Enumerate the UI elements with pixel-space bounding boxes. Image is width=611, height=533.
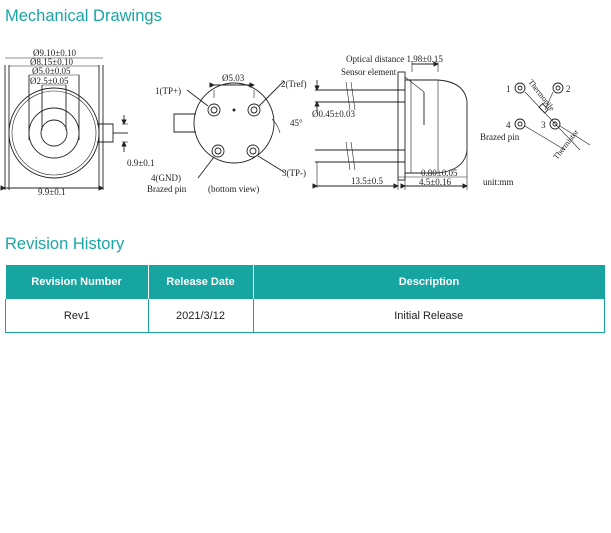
cell-description: Initial Release — [252, 299, 605, 333]
dim-lead-length: 13.5±0.5 — [351, 176, 383, 186]
dim-pcd: Ø5.03 — [222, 73, 245, 83]
table-header-row: Revision Number Release Date Description — [5, 265, 605, 299]
sensor-element-label: Sensor element — [341, 67, 397, 77]
schematic — [514, 82, 591, 151]
revision-history-title: Revision History — [5, 235, 125, 253]
cell-revision-number: Rev1 — [5, 299, 148, 333]
header-description: Description — [253, 265, 605, 299]
brazed-pin-label: Brazed pin — [147, 184, 187, 194]
schem-pin4: 4 — [506, 120, 511, 130]
schem-pin2: 2 — [566, 84, 571, 94]
cell-release-date: 2021/3/12 — [147, 299, 253, 333]
dim-d250: Ø2.5±0.05 — [30, 76, 69, 86]
header-revision-number: Revision Number — [5, 265, 149, 299]
pin2-label: 2(Tref) — [281, 79, 307, 89]
pin1-label: 1(TP+) — [155, 86, 181, 96]
bottom-view — [173, 80, 285, 179]
dim-d500: Ø5.0±0.05 — [32, 66, 71, 76]
dim-optical: Optical distance 1.98±0.15 — [346, 54, 443, 64]
pin4-label: 4(GND) — [151, 173, 181, 183]
mechanical-drawing: Ø9.10±0.10 Ø8.15±0.10 Ø5.0±0.05 Ø2.5±0.0… — [0, 48, 591, 197]
dim-angle: 45° — [290, 118, 303, 128]
dim-pin-diameter: Ø0.45±0.03 — [312, 109, 355, 119]
side-view — [312, 61, 468, 190]
header-release-date: Release Date — [148, 265, 254, 299]
dim-flange: 0.80±0.05 — [421, 168, 458, 178]
thermopile-label: Thermopile — [526, 78, 556, 113]
top-view — [0, 57, 128, 191]
schem-brazed-pin: Brazed pin — [480, 132, 520, 142]
unit-label: unit:mm — [483, 177, 514, 187]
pin3-label: 3(TP-) — [282, 168, 306, 178]
dim-width: 9.9±0.1 — [38, 187, 65, 197]
schem-pin1: 1 — [506, 84, 511, 94]
dim-tab: 0.9±0.1 — [127, 158, 154, 168]
schem-pin3: 3 — [541, 120, 546, 130]
dim-d815: Ø8.15±0.10 — [30, 57, 73, 67]
mechanical-drawings-title: Mechanical Drawings — [5, 7, 162, 25]
bottom-view-label: (bottom view) — [208, 184, 259, 194]
dim-d910: Ø9.10±0.10 — [33, 48, 76, 58]
table-row: Rev1 2021/3/12 Initial Release — [5, 299, 605, 333]
dim-body: 4.5±0.16 — [419, 177, 451, 187]
revision-table: Revision Number Release Date Description… — [5, 265, 605, 333]
